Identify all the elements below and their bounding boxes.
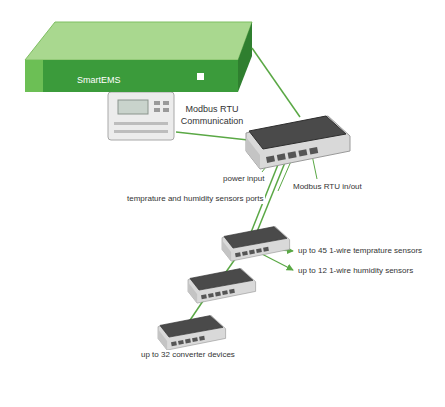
plc-body <box>108 92 174 140</box>
device-name: SmartEMS <box>77 75 238 86</box>
annotation-label: Modbus RTU Communication <box>176 103 248 127</box>
cable <box>252 48 300 117</box>
converter-device <box>222 227 290 261</box>
rack-front: SmartEMS <box>25 60 238 92</box>
annotation-label: up to 32 converter devices <box>140 350 236 360</box>
plc-screen <box>118 100 148 114</box>
plc-terminal <box>114 122 168 125</box>
rack-top <box>25 22 252 60</box>
annotation-label: up to 12 1-wire humidity sensors <box>297 266 414 276</box>
annotation-label: Modbus RTU in/out <box>292 182 363 192</box>
plc-terminal <box>114 130 168 133</box>
rack-side <box>238 22 252 92</box>
plc-button <box>154 101 160 105</box>
annotation-label: power input <box>222 174 265 184</box>
status-led <box>197 73 204 80</box>
plc-button <box>154 108 160 112</box>
plc-button <box>163 101 169 105</box>
converter-device <box>188 269 256 303</box>
cable <box>176 132 248 140</box>
annotation-label: up to 45 1-wire temprature sensors <box>297 246 423 256</box>
converter-device <box>158 316 226 350</box>
plc-button <box>163 108 169 112</box>
converter-device <box>246 116 350 169</box>
annotation-label: temprature and humidity sensors ports <box>126 194 265 204</box>
